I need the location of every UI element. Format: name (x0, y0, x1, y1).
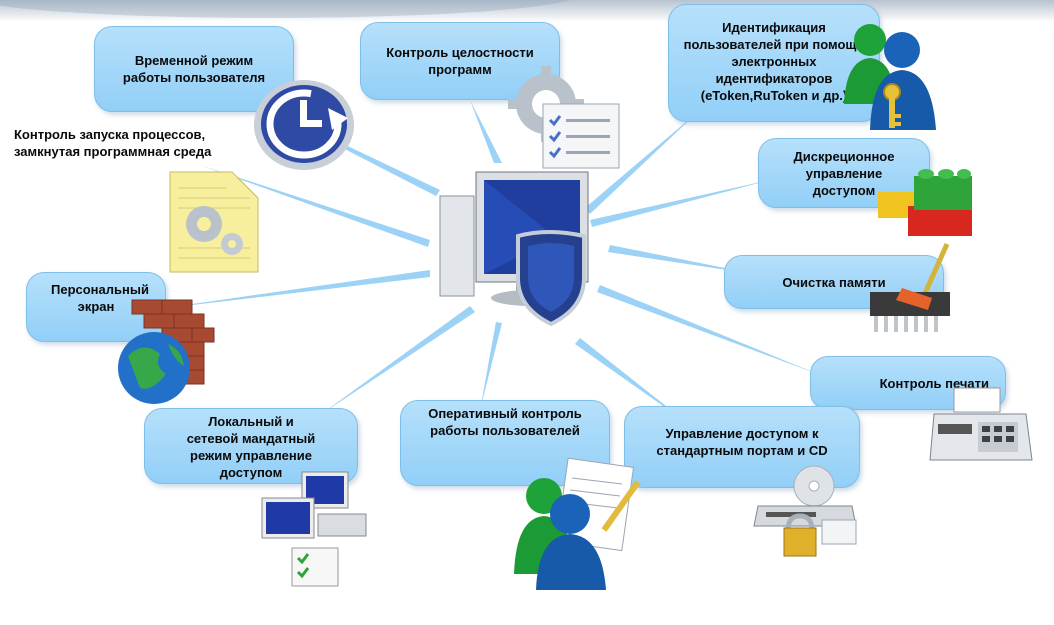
node-integrity-label: Контроль целостности программ (386, 45, 534, 77)
clock-refresh-icon (254, 80, 354, 170)
users-document-icon (514, 458, 641, 590)
node-monitoring-label: Оперативный контроль работы пользователе… (428, 406, 582, 438)
monitor-shield-icon (439, 171, 589, 327)
ray-memory (608, 245, 760, 275)
ray-monitoring (480, 322, 502, 410)
node-temporal-label: Временной режим работы пользователя (122, 53, 266, 85)
node-launch: Контроль запуска процессов, замкнутая пр… (14, 126, 244, 160)
ray-discretionary (590, 180, 770, 227)
lego-blocks-icon (878, 169, 972, 236)
node-discretionary-label: Дискреционное управление доступом (793, 148, 895, 198)
node-launch-label: Контроль запуска процессов, замкнутая пр… (14, 127, 212, 159)
ray-print (597, 285, 820, 375)
node-temporal: Временной режим работы пользователя (94, 26, 294, 112)
node-ports-label: Управление доступом к стандартным портам… (656, 426, 828, 458)
node-mandatory-label: Локальный и сетевой мандатный режим упра… (186, 414, 316, 480)
cd-drive-lock-icon (753, 465, 857, 557)
ray-mandatory (320, 306, 475, 415)
document-gears-icon (169, 171, 259, 273)
network-computers-icon (261, 471, 367, 587)
node-print-label: Контроль печати (879, 375, 989, 391)
chip-broom-icon (870, 242, 950, 332)
node-monitoring: Оперативный контроль работы пользователе… (400, 400, 610, 486)
node-mandatory: Локальный и сетевой мандатный режим упра… (144, 408, 358, 484)
node-identification-label: Идентификация пользователей при помощи э… (683, 20, 865, 103)
fax-printer-icon (929, 387, 1033, 461)
ray-launch (200, 165, 430, 247)
node-firewall-label: Персональный экран (51, 282, 149, 314)
ray-integrity (470, 100, 502, 163)
gears-checklist-icon (508, 66, 620, 169)
globe-firewall-icon (118, 299, 215, 404)
ray-firewall (150, 270, 430, 310)
users-key-icon (844, 24, 936, 130)
ray-identification (585, 110, 700, 214)
ray-ports (575, 338, 690, 425)
node-memory-label: Очистка памяти (782, 274, 886, 290)
